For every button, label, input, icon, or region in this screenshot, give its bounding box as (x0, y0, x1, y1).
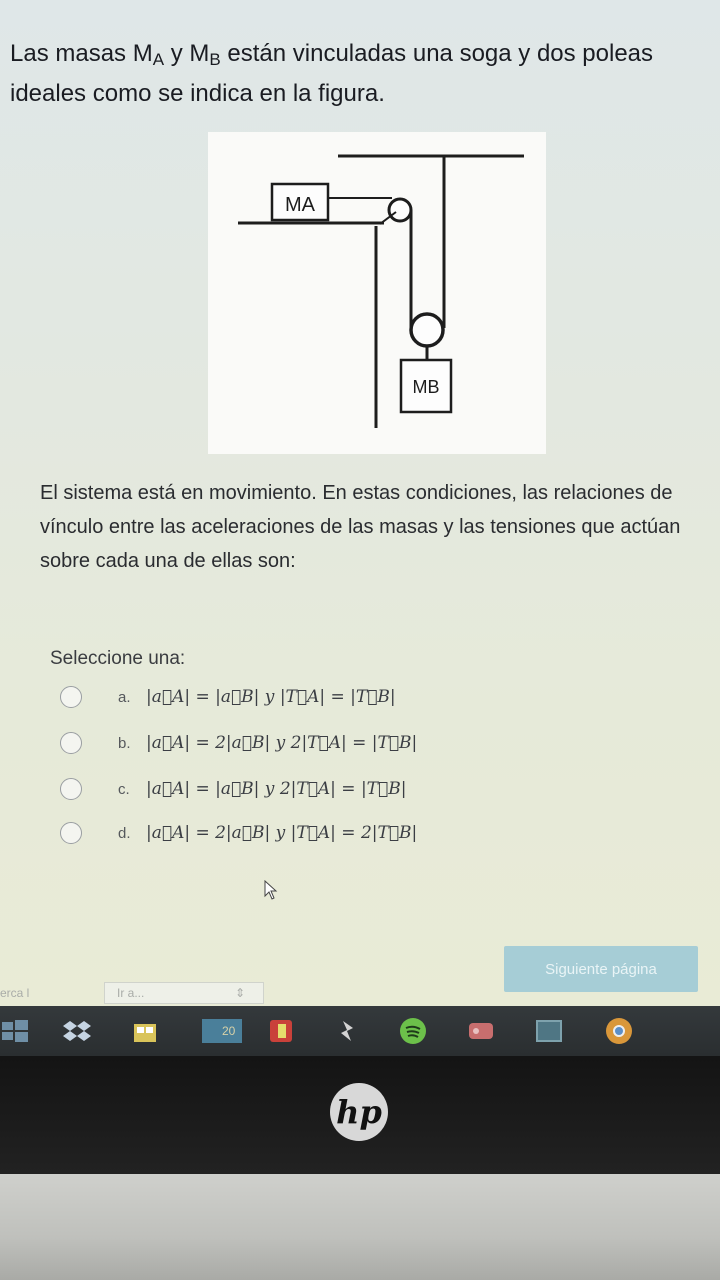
mass-a-block (270, 182, 330, 222)
spotify-icon[interactable] (398, 1016, 428, 1046)
pulley-figure: MA MB (208, 132, 546, 454)
question-text-part: Las masas M (10, 40, 153, 67)
radio-option-d[interactable] (60, 822, 82, 844)
taskbar: 20 (0, 1006, 720, 1056)
subscript-b: B (209, 50, 221, 69)
jump-to-select[interactable]: Ir a... ⇕ (104, 982, 264, 1004)
window-icon[interactable] (534, 1016, 564, 1046)
option-letter: d. (118, 824, 131, 842)
option-letter: b. (118, 734, 131, 752)
question-line-2: ideales como se indica en la figura. (10, 80, 385, 107)
mass-b-label: MB (413, 377, 440, 397)
select-prompt: Seleccione una: (50, 648, 186, 669)
question-text-part: están vinculadas una soga y dos poleas (220, 40, 654, 67)
select-arrow-icon: ⇕ (234, 986, 245, 1000)
option-formula: |a⃗A| = |a⃗B| y |T⃗A| = |T⃗B| (146, 687, 396, 707)
mass-b-label-text: MB (413, 377, 440, 397)
jump-to-value: Ir a... (117, 986, 145, 1000)
windows-start-icon[interactable] (0, 1016, 30, 1046)
pulley-fixed (387, 197, 413, 223)
subscript-a: A (152, 50, 165, 69)
browser-page: Las masas MA y MB están vinculadas una s… (0, 0, 720, 1010)
mass-a-label: MA (285, 194, 316, 216)
question-text: Las masas MA y MB están vinculadas una s… (10, 34, 710, 114)
mass-a-label-text: MA (285, 194, 316, 216)
option-formula: |a⃗A| = 2|a⃗B| y 2|T⃗A| = |T⃗B| (146, 733, 418, 753)
option-formula: |a⃗A| = 2|a⃗B| y |T⃗A| = 2|T⃗B| (146, 823, 418, 843)
app-s-icon[interactable] (332, 1016, 362, 1046)
quiz-navigation: erca l Ir a... ⇕ (0, 982, 500, 1006)
option-letter: a. (118, 688, 131, 706)
question-text-part: y M (164, 40, 210, 67)
problem-statement: El sistema está en movimiento. En estas … (40, 482, 681, 572)
pulley-movable (409, 312, 445, 348)
pulley-bracket (379, 211, 397, 225)
option-letter: c. (118, 780, 130, 798)
question-line-1: Las masas MA y MB están vinculadas una s… (10, 34, 710, 74)
radio-option-b[interactable] (60, 732, 82, 754)
mass-b-block (399, 358, 453, 414)
calendar-number: 20 (222, 1024, 236, 1038)
option-a[interactable]: a. |a⃗A| = |a⃗B| y |T⃗A| = |T⃗B| (60, 680, 480, 714)
chrome-icon[interactable] (604, 1016, 634, 1046)
option-formula: |a⃗A| = |a⃗B| y 2|T⃗A| = |T⃗B| (146, 779, 407, 799)
laptop-base (0, 1174, 720, 1280)
radio-option-a[interactable] (60, 686, 82, 708)
mouse-cursor-icon (264, 880, 278, 900)
option-c[interactable]: c. |a⃗A| = |a⃗B| y 2|T⃗A| = |T⃗B| (60, 772, 480, 806)
calendar-icon[interactable]: 20 (200, 1016, 244, 1046)
next-page-button[interactable]: Siguiente página (504, 946, 698, 992)
office-icon[interactable] (266, 1016, 296, 1046)
option-b[interactable]: b. |a⃗A| = 2|a⃗B| y 2|T⃗A| = |T⃗B| (60, 726, 480, 760)
store-icon[interactable] (130, 1016, 160, 1046)
dropbox-icon[interactable] (62, 1016, 92, 1046)
hp-logo: hp (330, 1083, 388, 1141)
previous-activity-link[interactable]: erca l (0, 986, 30, 1000)
option-d[interactable]: d. |a⃗A| = 2|a⃗B| y |T⃗A| = 2|T⃗B| (60, 816, 480, 850)
game-icon[interactable] (466, 1016, 496, 1046)
radio-option-c[interactable] (60, 778, 82, 800)
pulley-diagram: MA MB (238, 154, 524, 428)
